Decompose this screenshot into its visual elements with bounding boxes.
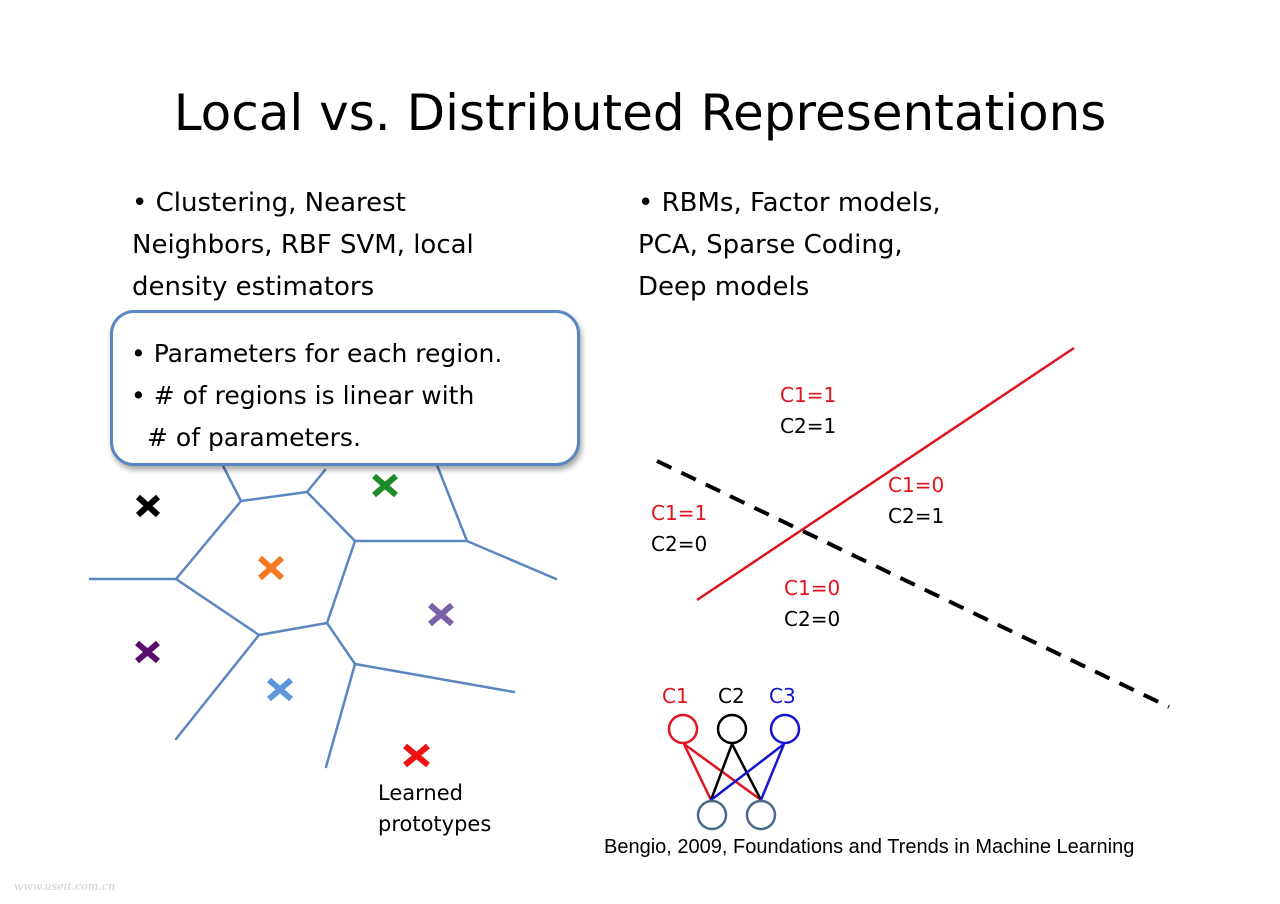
visible-unit: [696, 799, 728, 831]
region-c1-value: C1=1: [780, 383, 837, 407]
region-c1-value: C1=0: [888, 473, 945, 497]
region-label-top: C1=1 C2=1: [780, 380, 836, 442]
network-edges: [682, 742, 786, 802]
hidden-unit-c1: [667, 713, 699, 745]
voronoi-edge: [88, 499, 243, 581]
prototype-marker-red: [403, 743, 430, 768]
hidden-unit-c2: [716, 713, 748, 745]
hidden-unit-label-c1: C1: [662, 684, 689, 708]
prototype-marker-black: [135, 494, 161, 518]
hidden-unit-label-c2: C2: [718, 684, 745, 708]
slide-title: Local vs. Distributed Representations: [173, 84, 1107, 142]
voronoi-boundaries: [88, 458, 558, 769]
c2-boundary-dashed-line: [656, 459, 1170, 709]
voronoi-edge: [324, 662, 357, 769]
network-diagram: [667, 713, 801, 831]
voronoi-edge: [174, 539, 357, 637]
left-bullet: • Clustering, Nearest Neighbors, RBF SVM…: [132, 182, 572, 308]
visible-unit: [745, 799, 777, 831]
learned-prototypes-label: Learned prototypes: [378, 778, 491, 840]
region-c1-value: C1=0: [784, 576, 841, 600]
region-c2-value: C2=1: [780, 414, 837, 438]
prototype-marker-orange: [257, 555, 285, 581]
region-c1-value: C1=1: [651, 501, 708, 525]
right-bullet-line: Deep models: [638, 272, 810, 302]
watermark: www.useit.com.cn: [14, 880, 116, 893]
prototype-marker-light-blue: [267, 677, 293, 702]
citation: Bengio, 2009, Foundations and Trends in …: [604, 836, 1135, 858]
region-label-right: C1=0 C2=1: [888, 470, 944, 532]
edge-c3-v1: [710, 743, 785, 801]
region-c2-value: C2=0: [784, 607, 841, 631]
region-label-left: C1=1 C2=0: [651, 498, 707, 560]
right-bullet-line: PCA, Sparse Coding,: [638, 230, 903, 260]
voronoi-edge: [465, 539, 558, 581]
edge-c1-v1: [682, 743, 713, 801]
voronoi-edge: [218, 458, 327, 503]
right-bullet-line: • RBMs, Factor models,: [638, 188, 941, 218]
edge-c3-v2: [759, 743, 786, 801]
left-bullet-line: Neighbors, RBF SVM, local: [132, 230, 474, 260]
callout-line: # of parameters.: [147, 423, 361, 452]
left-bullet-line: density estimators: [132, 272, 375, 302]
prototype-marker-dark-purple: [135, 640, 160, 664]
callout-line: • # of regions is linear with: [131, 381, 475, 410]
prototype-marker-lavender: [428, 602, 454, 627]
voronoi-edge: [325, 621, 516, 694]
learned-prototypes-label-line: prototypes: [378, 812, 492, 836]
callout-line: • Parameters for each region.: [131, 339, 503, 368]
region-c2-value: C2=1: [888, 504, 945, 528]
prototype-markers: [135, 473, 454, 768]
edge-c2-v1: [709, 743, 734, 801]
learned-prototypes-label-line: Learned: [378, 781, 463, 805]
voronoi-edge: [174, 633, 261, 741]
region-c2-value: C2=0: [651, 532, 708, 556]
hidden-unit-label-c3: C3: [769, 684, 796, 708]
region-label-bottom: C1=0 C2=0: [784, 573, 840, 635]
hidden-unit-c3: [769, 713, 801, 745]
c1-boundary-line: [696, 346, 1075, 602]
voronoi-edge: [305, 458, 469, 543]
callout-box: • Parameters for each region. • # of reg…: [110, 310, 580, 466]
right-bullet: • RBMs, Factor models, PCA, Sparse Codin…: [638, 182, 1078, 308]
left-bullet-line: • Clustering, Nearest: [132, 188, 406, 218]
prototype-marker-green: [372, 473, 398, 498]
